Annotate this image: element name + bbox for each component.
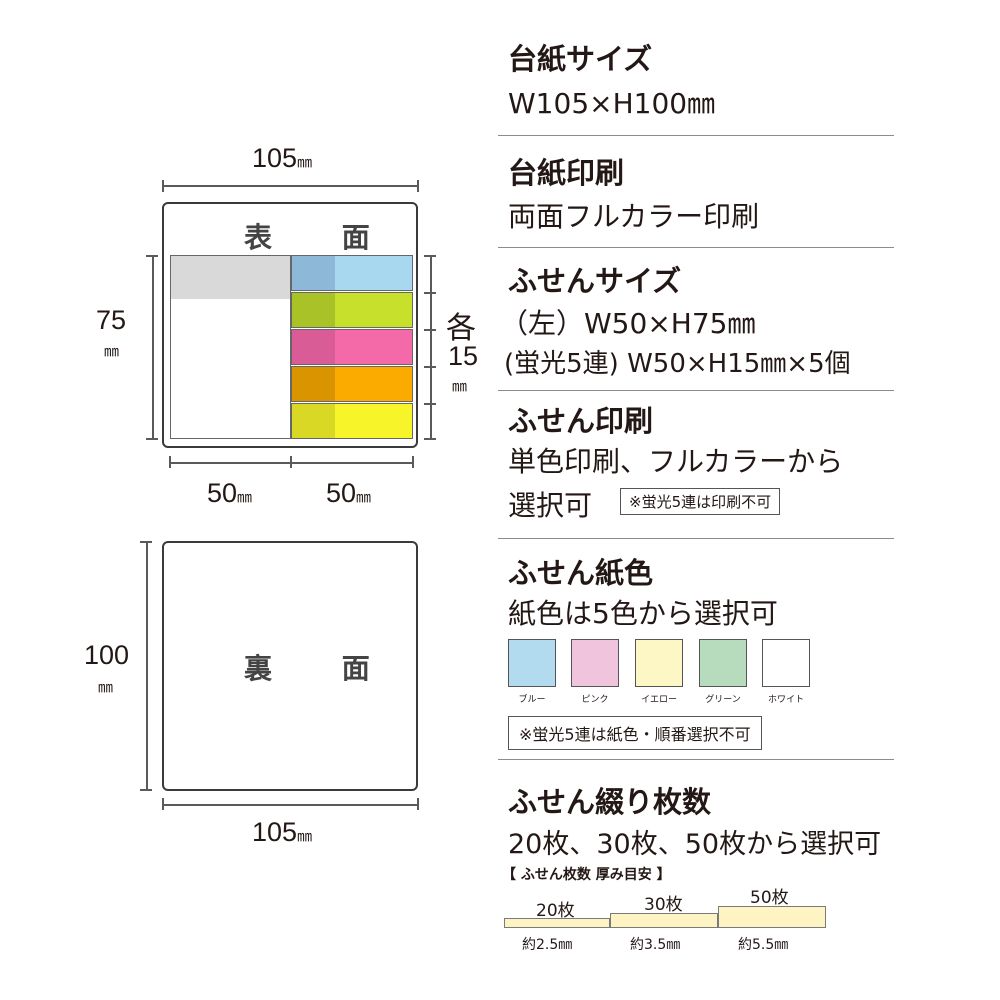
swatch-white-label: ホワイト [767,695,804,705]
front-width-tick-right [417,180,419,192]
each-tick-1 [424,255,436,257]
right-width-unit: ㎜ [356,489,372,506]
front-height-line [152,256,154,439]
swatch-green-label: グリーン [705,695,741,705]
separator-2 [498,247,894,248]
back-height-line [146,542,148,790]
front-height-unit: ㎜ [104,343,120,360]
right-width-value: 50 [326,478,357,508]
left-sticky [170,255,291,439]
back-height-tick-top [140,541,152,543]
front-width-tick-left [162,180,164,192]
each-tick-2 [424,292,436,294]
each-label: 各 [446,312,476,345]
strip-orange [291,366,413,402]
left-width-unit: ㎜ [237,489,253,506]
front-bottom-tick-mid [290,456,292,468]
front-width-unit: ㎜ [297,154,313,171]
sticky-size-line1: （左）W50×H75㎜ [500,307,756,340]
spec-list: 台紙サイズ W105×H100㎜ 台紙印刷 両面フルカラー印刷 ふせんサイズ （… [498,0,894,1000]
sticky-count-value: 20枚、30枚、50枚から選択可 [508,829,882,860]
strip-green [291,292,413,328]
swatch-blue [508,639,556,687]
each-tick-5 [424,403,436,405]
sticky-paper-note: ※蛍光5連は紙色・順番選択不可 [508,716,762,750]
back-card [162,541,418,791]
stack-20-count: 20枚 [536,901,575,921]
sticky-count-title: ふせん綴り枚数 [508,785,712,819]
each-tick-3 [424,329,436,331]
strip-blue [291,255,413,291]
back-face-label: 裏 面 [244,652,400,685]
swatch-blue-label: ブルー [518,695,546,705]
sticky-size-title: ふせんサイズ [508,264,682,298]
swatch-yellow-label: イエロー [641,695,677,705]
board-print-title: 台紙印刷 [508,156,625,190]
front-diagram: 105㎜ 表 面 75 ㎜ 各 15 ㎜ 50㎜ 50㎜ [0,0,490,520]
swatch-pink [571,639,619,687]
sticky-print-line1: 単色印刷、フルカラーから [508,445,844,478]
left-width-value: 50 [207,478,238,508]
back-width-value: 105 [252,817,298,847]
left-width-dimension: 50㎜ [207,478,252,509]
stack-20 [504,918,610,928]
front-bottom-tick-left [169,456,171,468]
each-tick-4 [424,366,436,368]
swatch-pink-label: ピンク [581,695,609,705]
back-width-tick-left [162,798,164,810]
front-width-dimension: 105㎜ [252,143,312,174]
front-width-value: 105 [252,143,298,173]
separator-5 [498,759,894,760]
back-height-value: 100 [84,640,130,670]
front-width-line [163,185,418,187]
board-print-value: 両面フルカラー印刷 [508,200,760,233]
strip-pink [291,329,413,365]
sticky-print-title: ふせん印刷 [508,404,654,438]
right-width-dimension: 50㎜ [326,478,371,509]
stack-50-count: 50枚 [750,888,789,908]
sticky-size-line2: (蛍光5連) W50×H15㎜×5個 [504,349,851,379]
back-height-unit: ㎜ [98,679,114,696]
back-height-tick-bottom [140,789,152,791]
separator-1 [498,135,894,136]
separator-3 [498,390,894,391]
separator-4 [498,538,894,539]
back-width-unit: ㎜ [297,828,313,845]
sticky-paper-title: ふせん紙色 [508,556,654,590]
fluorescent-strips [291,255,413,439]
stack-30-count: 30枚 [644,895,683,915]
swatch-yellow [635,639,683,687]
front-bottom-tick-right [412,456,414,468]
sticky-print-line2: 選択可 [508,489,593,522]
sticky-print-note: ※蛍光5連は印刷不可 [620,488,781,515]
board-size-title: 台紙サイズ [508,42,653,76]
front-height-tick-top [146,255,158,257]
each-height-line [430,256,432,439]
back-width-tick-right [417,798,419,810]
each-value: 15 [448,341,479,371]
back-width-dimension: 105㎜ [252,817,312,848]
stack-30 [610,913,718,928]
back-width-line [163,804,418,806]
each-unit: ㎜ [452,378,468,395]
back-diagram: 裏 面 100 ㎜ 105㎜ [0,530,490,860]
stack-50-thickness: 約5.5㎜ [738,937,789,953]
swatch-white [762,639,810,687]
front-height-value: 75 [96,305,127,335]
front-height-tick-bottom [146,438,158,440]
thickness-guide-title: 【 ふせん枚数 厚み目安 】 [502,867,671,883]
stack-50 [718,906,826,928]
board-size-value: W105×H100㎜ [508,87,716,120]
front-face-label: 表 面 [244,221,400,254]
stack-20-thickness: 約2.5㎜ [522,937,573,953]
sticky-paper-value: 紙色は5色から選択可 [508,597,778,630]
strip-yellow [291,403,413,439]
left-sticky-adhesive [171,256,290,299]
swatch-green [699,639,747,687]
each-tick-6 [424,438,436,440]
stack-30-thickness: 約3.5㎜ [630,937,681,953]
